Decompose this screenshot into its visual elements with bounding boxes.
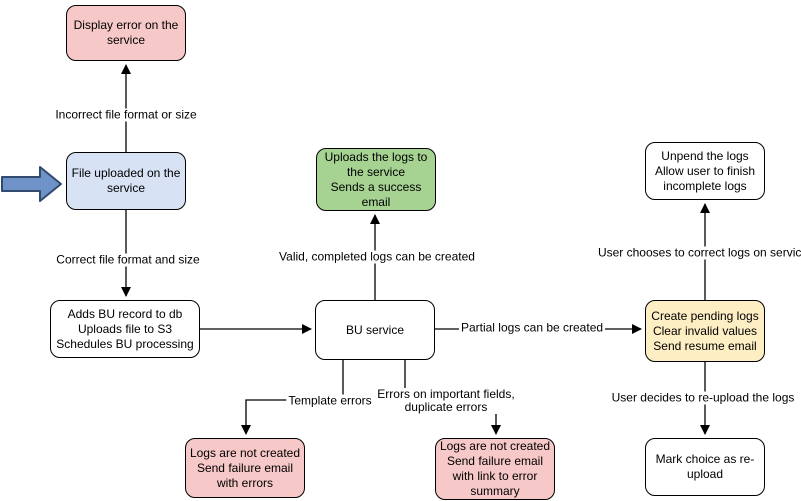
- node-display-error: Display error on the service: [66, 5, 186, 61]
- node-adds-bu-record: Adds BU record to db Uploads file to S3 …: [50, 300, 200, 358]
- node-bu-service: BU service: [315, 300, 435, 360]
- edge-label-template-errors: Template errors: [286, 393, 374, 408]
- node-logs-failure-summary: Logs are not created Send failure email …: [435, 438, 555, 500]
- node-create-pending-logs: Create pending logs Clear invalid values…: [645, 300, 765, 362]
- node-unpend-logs: Unpend the logs Allow user to finish inc…: [645, 142, 765, 200]
- node-file-uploaded: File uploaded on the service: [66, 152, 186, 210]
- edge-label-valid-logs: Valid, completed logs can be created: [277, 249, 477, 264]
- edge-label-user-decides-reupload: User decides to re-upload the logs: [609, 390, 797, 405]
- node-logs-failure-errors: Logs are not created Send failure email …: [185, 438, 305, 498]
- edge-label-user-chooses-correct: User chooses to correct logs on service: [595, 246, 801, 260]
- edge-label-correct-format: Correct file format and size: [54, 252, 202, 267]
- edge-label-partial-logs: Partial logs can be created: [458, 320, 606, 335]
- edge-label-errors-important-fields: Errors on important fields, duplicate er…: [375, 387, 517, 414]
- input-pointer-arrow-icon: [1, 166, 62, 202]
- node-uploads-logs-success: Uploads the logs to the service Sends a …: [316, 148, 436, 211]
- edge-label-incorrect-format: Incorrect file format or size: [53, 107, 199, 122]
- node-mark-choice-reupload: Mark choice as re- upload: [645, 438, 765, 496]
